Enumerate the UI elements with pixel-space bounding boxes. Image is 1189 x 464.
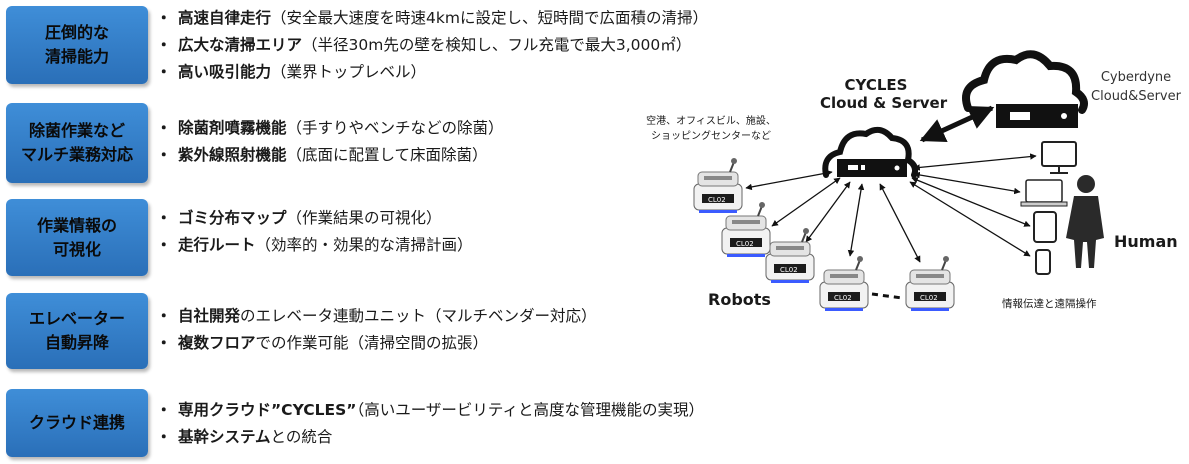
human-label: Human <box>1114 232 1178 251</box>
robot-tag: CL02 <box>920 294 938 302</box>
category-label-line: マルチ業務対応 <box>20 145 133 164</box>
venues-caption: 空港、オフィスビル、施設、 ショッピングセンターなど <box>646 116 776 142</box>
robot-tag: CL02 <box>834 294 852 302</box>
robot-tag: CL02 <box>736 240 754 248</box>
robot-icon <box>905 255 955 312</box>
cycles-cloud-icon <box>822 126 919 178</box>
phone-icon <box>1035 249 1051 275</box>
feature-item: ・紫外線照射機能（底面に配置して床面除菌） <box>156 146 488 164</box>
monitor-icon <box>1041 141 1077 174</box>
device-link-arrows <box>909 153 1037 257</box>
feature-item: ・高い吸引能力（業界トップレベル） <box>156 63 427 81</box>
feature-item: ・ゴミ分布マップ（作業結果の可視化） <box>156 209 442 227</box>
feature-item: ・専用クラウド”CYCLES”（高いユーザービリティと高度な管理機能の実現） <box>156 401 704 419</box>
category-label-line: 清掃能力 <box>44 47 109 66</box>
category-box-cloud: クラウド連携 <box>6 389 148 457</box>
robot-icon <box>765 227 815 284</box>
cyberdyne-cloud-icon <box>962 50 1088 128</box>
category-box-elevator: エレベーター 自動昇降 <box>6 293 148 369</box>
feature-item: ・複数フロアでの作業可能（清掃空間の拡張） <box>156 334 489 352</box>
human-figure-icon <box>1066 175 1104 268</box>
robot-icon <box>819 255 869 312</box>
feature-list-cleaning: ・高速自律走行（安全最大速度を時速4kmに設定し、短時間で広面積の清掃） ・広大… <box>156 5 708 86</box>
category-label-line: 圧倒的な <box>44 23 109 42</box>
feature-list-cloud: ・専用クラウド”CYCLES”（高いユーザービリティと高度な管理機能の実現） ・… <box>156 397 704 451</box>
feature-list-visualization: ・ゴミ分布マップ（作業結果の可視化） ・走行ルート（効率的・効果的な清掃計画） <box>156 205 473 259</box>
category-label-line: クラウド連携 <box>28 413 125 432</box>
feature-item: ・自社開発のエレベータ連動ユニット（マルチベンダー対応） <box>156 307 597 325</box>
cloud-link-arrow <box>919 105 995 143</box>
tablet-icon <box>1033 211 1057 243</box>
feature-list-multitask: ・除菌剤噴霧機能（手すりやベンチなどの除菌） ・紫外線照射機能（底面に配置して床… <box>156 115 504 169</box>
category-label-line: 可視化 <box>52 239 101 259</box>
category-box-multitask: 除菌作業など マルチ業務対応 <box>6 103 148 183</box>
feature-item: ・高速自律走行（安全最大速度を時速4kmに設定し、短時間で広面積の清掃） <box>156 9 708 27</box>
robot-icon <box>693 157 743 214</box>
robots-label: Robots <box>708 290 771 309</box>
feature-item: ・除菌剤噴霧機能（手すりやベンチなどの除菌） <box>156 119 504 137</box>
robot-tag: CL02 <box>780 266 798 274</box>
category-label-line: エレベーター <box>28 309 125 328</box>
category-label-line: 自動昇降 <box>44 333 109 352</box>
cycles-title: CYCLES Cloud & Server <box>820 76 948 112</box>
cyberdyne-title: Cyberdyne Cloud&Server <box>1091 70 1181 104</box>
robot-tag: CL02 <box>708 196 726 204</box>
category-box-visualization: 作業情報の 可視化 <box>6 199 148 276</box>
feature-item: ・広大な清掃エリア（半径30m先の壁を検知し、フル充電で最大3,000㎡） <box>156 36 692 54</box>
human-caption: 情報伝達と遠隔操作 <box>1002 298 1097 310</box>
category-label-line: 除菌作業など <box>28 121 125 140</box>
feature-list-elevator: ・自社開発のエレベータ連動ユニット（マルチベンダー対応） ・複数フロアでの作業可… <box>156 303 597 357</box>
feature-item: ・基幹システムとの統合 <box>156 428 333 446</box>
laptop-icon <box>1020 179 1068 207</box>
category-label-line: 作業情報の <box>36 215 117 235</box>
feature-item: ・走行ルート（効率的・効果的な清掃計画） <box>156 236 473 254</box>
category-box-cleaning: 圧倒的な 清掃能力 <box>6 6 148 84</box>
robot-dashed-link <box>871 292 903 300</box>
